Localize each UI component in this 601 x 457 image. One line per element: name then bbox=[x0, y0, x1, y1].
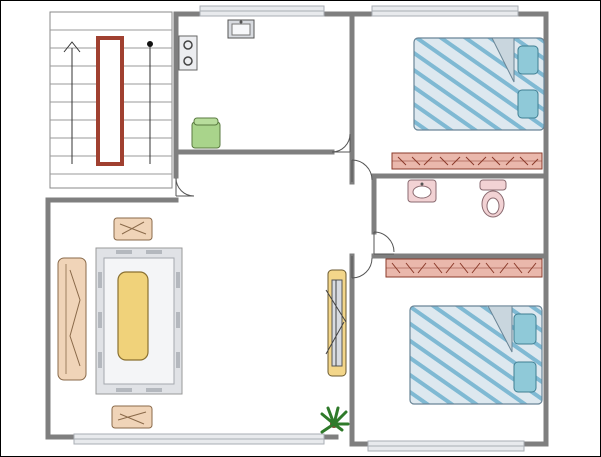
stove-icon bbox=[178, 35, 198, 71]
tv-icon bbox=[325, 280, 347, 366]
washbasin-icon bbox=[407, 179, 437, 203]
door-bedroom-north bbox=[351, 159, 373, 182]
armchair-top bbox=[113, 217, 153, 241]
bed-south bbox=[409, 305, 543, 405]
pillow-icon bbox=[513, 361, 537, 393]
bedroom-north bbox=[391, 37, 545, 170]
coffee-table bbox=[117, 271, 149, 361]
bed-fold-icon bbox=[487, 305, 513, 353]
pillow-icon bbox=[517, 89, 539, 119]
door-stair bbox=[175, 177, 195, 197]
living-room bbox=[57, 217, 350, 434]
sofa bbox=[57, 257, 87, 381]
stair-start-dot bbox=[147, 41, 153, 47]
pillow-icon bbox=[517, 45, 539, 75]
bathroom bbox=[407, 179, 507, 218]
potted-plant-icon bbox=[320, 406, 350, 434]
pillow-icon bbox=[513, 313, 537, 345]
stair-rail bbox=[96, 36, 124, 166]
wardrobe-north bbox=[391, 152, 543, 170]
door-bathroom bbox=[373, 231, 395, 255]
armchair-bottom bbox=[111, 405, 153, 429]
toilet-icon bbox=[479, 179, 507, 218]
door-kitchen bbox=[331, 133, 351, 153]
windows bbox=[73, 5, 525, 452]
kitchen bbox=[178, 19, 255, 149]
bed-fold-icon bbox=[491, 37, 515, 83]
bed-north bbox=[413, 37, 545, 131]
bedroom-south bbox=[385, 258, 543, 405]
doors bbox=[175, 133, 395, 279]
stair-arrow-icon bbox=[63, 41, 81, 53]
door-bedroom-south bbox=[351, 256, 373, 279]
wardrobe-south bbox=[385, 258, 543, 278]
tv-stand bbox=[325, 269, 347, 377]
trash-bin-icon bbox=[191, 117, 221, 149]
staircase bbox=[49, 11, 173, 189]
sink-icon bbox=[227, 19, 255, 39]
